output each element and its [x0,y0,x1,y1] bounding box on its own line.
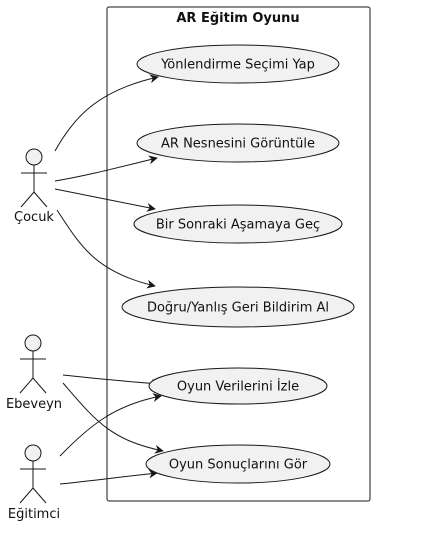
use-case-oyun-sonuclari[interactable]: Oyun Sonuçlarını Gör [145,444,331,484]
use-case-geri-bildirim[interactable]: Doğru/Yanlış Geri Bildirim Al [121,286,355,328]
system-boundary: AR Eğitim Oyunu [106,6,371,502]
association-egitimci-oyun-sonuclari [59,469,158,485]
association-cocuk-geri-bildirim [56,209,156,289]
actor-cocuk[interactable]: Çocuk [14,148,54,225]
association-ebeveyn-oyun-verileri [62,374,161,388]
use-case-yonlendirme[interactable]: Yönlendirme Seçimi Yap [136,44,340,84]
use-case-shape [133,204,343,244]
use-case-label: AR Nesnesini Görüntüle [161,137,315,152]
associations [54,74,164,485]
use-case-label: Bir Sonraki Aşamaya Geç [156,218,320,233]
association-cocuk-yonlendirme [54,74,159,152]
system-title: AR Eğitim Oyunu [176,11,299,26]
system-boundary-frame [106,6,371,502]
use-case-shape [148,367,328,405]
use-case-shape [136,123,340,163]
use-case-label: Oyun Verilerini İzle [177,379,299,395]
actor-stick-figure-icon [20,148,48,208]
actor-stick-figure-icon [19,444,47,504]
association-egitimci-oyun-verileri [59,393,162,457]
use-cases: Yönlendirme Seçimi Yap AR Nesnesini Görü… [121,44,355,484]
actor-label: Eğitimci [8,507,60,522]
use-case-oyun-verileri[interactable]: Oyun Verilerini İzle [148,367,328,405]
use-case-label: Oyun Sonuçlarını Gör [169,458,308,473]
use-case-sonraki-asama[interactable]: Bir Sonraki Aşamaya Geç [133,204,343,244]
use-case-ar-nesnesi[interactable]: AR Nesnesini Görüntüle [136,123,340,163]
use-case-label: Doğru/Yanlış Geri Bildirim Al [147,301,329,316]
actor-stick-figure-icon [19,334,47,394]
association-cocuk-sonraki-asama [54,188,156,212]
use-case-shape [145,444,331,484]
association-cocuk-ar-nesnesi [54,155,158,182]
use-case-label: Yönlendirme Seçimi Yap [160,58,315,73]
use-case-shape [136,44,340,84]
association-ebeveyn-oyun-sonuclari [62,382,164,454]
actor-label: Ebeveyn [6,397,62,412]
actor-ebeveyn[interactable]: Ebeveyn [6,334,62,412]
use-case-shape [121,286,355,328]
actor-label: Çocuk [14,210,54,225]
actor-egitimci[interactable]: Eğitimci [8,444,60,522]
